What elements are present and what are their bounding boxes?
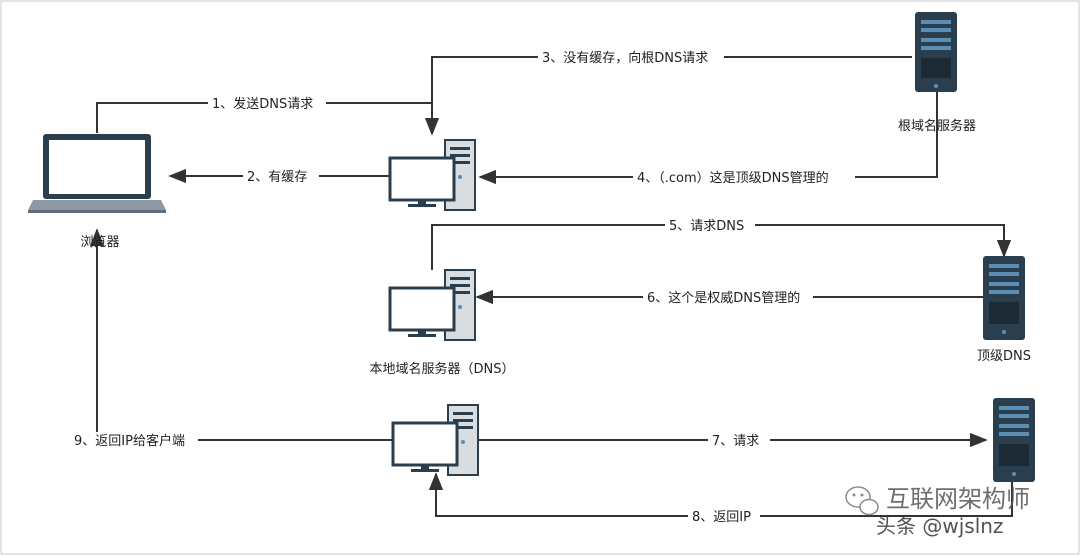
root-server-label: 根域名服务器 (898, 118, 976, 134)
local-dns-label: 本地域名服务器（DNS） (370, 361, 515, 377)
computer-icon (388, 269, 476, 341)
step-9-label: 9、返回IP给客户端 (74, 433, 185, 449)
watermark-brand: 互联网架构师 (886, 485, 1030, 513)
arrow-3-line (424, 56, 912, 136)
step-7-label: 7、请求 (712, 434, 759, 449)
step-1-label: 1、发送DNS请求 (212, 96, 313, 112)
step-6-label: 6、这个是权威DNS管理的 (647, 290, 800, 306)
server-tower-icon (983, 256, 1025, 340)
tld-dns-label: 顶级DNS (977, 349, 1031, 364)
computer-icon (388, 139, 476, 211)
laptop-icon (28, 134, 166, 213)
arrow-4-line (478, 92, 938, 185)
step-8-label: 8、返回IP (692, 510, 751, 525)
step-4-label: 4、（.com）这是顶级DNS管理的 (637, 170, 829, 186)
connectors (89, 56, 1013, 517)
step-2-label: 2、有缓存 (247, 170, 307, 185)
step-labels: 1、发送DNS请求 2、有缓存 3、没有缓存，向根DNS请求 4、（.com）这… (70, 49, 855, 525)
step-3-label: 3、没有缓存，向根DNS请求 (542, 50, 708, 66)
computer-icon (391, 404, 479, 476)
browser-label: 浏览器 (80, 234, 119, 250)
watermark-handle: 头条 @wjslnz (876, 514, 1003, 538)
watermark: 互联网架构师 头条 @wjslnz (845, 485, 1030, 538)
step-5-label: 5、请求DNS (669, 219, 744, 234)
wechat-icon (845, 486, 879, 516)
server-tower-icon (915, 12, 957, 92)
arrow-9-line (89, 228, 395, 441)
server-tower-icon (993, 398, 1035, 482)
